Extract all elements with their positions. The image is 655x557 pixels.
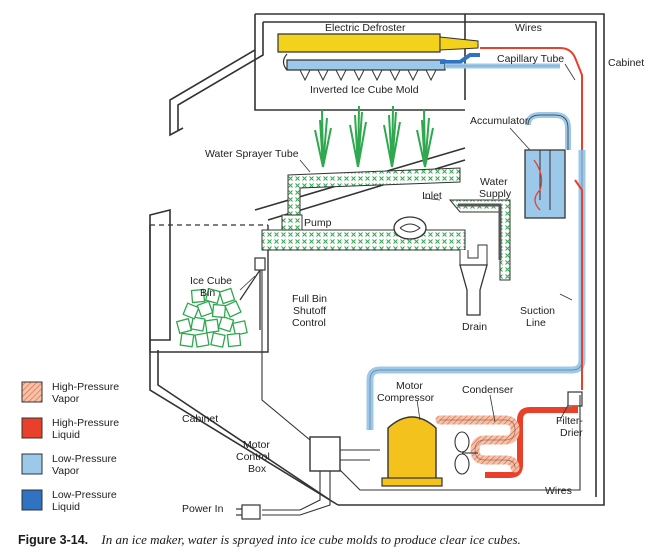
- legend-label: High-Pressure: [52, 417, 119, 429]
- cabinet-outline: [149, 13, 605, 506]
- label-water-supply-2: Supply: [479, 188, 512, 200]
- label-motor-control-1: Motor: [243, 439, 270, 451]
- pump: [393, 216, 427, 240]
- label-full-bin-1: Full Bin: [292, 293, 327, 305]
- label-power-in: Power In: [182, 503, 224, 515]
- electric-defroster: [277, 33, 479, 53]
- condenser: [435, 415, 520, 473]
- label-motor-compressor-1: Motor: [396, 380, 423, 392]
- label-full-bin-3: Control: [292, 317, 326, 329]
- legend-item: High-Pressure Vapor: [21, 381, 119, 405]
- condenser-fan: [454, 431, 478, 475]
- legend-swatch-low-pressure-vapor: [21, 453, 43, 475]
- legend: High-Pressure Vapor High-Pressure Liquid…: [21, 381, 119, 513]
- label-ice-bin-2: Bin: [200, 287, 215, 299]
- water-piping: [261, 167, 511, 281]
- caption-text: In an ice maker, water is sprayed into i…: [101, 532, 521, 547]
- label-water-supply-1: Water: [480, 176, 508, 188]
- label-accumulator: Accumulator: [470, 115, 529, 127]
- label-drain: Drain: [462, 321, 487, 333]
- motor-compressor: [381, 416, 443, 487]
- label-pump: Pump: [304, 217, 332, 229]
- legend-label: Vapor: [52, 465, 80, 477]
- label-motor-control-2: Control: [236, 451, 270, 463]
- label-inlet: Inlet: [422, 190, 442, 202]
- label-ice-bin-1: Ice Cube: [190, 275, 232, 287]
- figure-number: Figure 3-14.: [18, 533, 89, 547]
- diagram-labels: Electric Defroster Wires Cabinet Capilla…: [182, 22, 644, 515]
- label-motor-compressor-2: Compressor: [377, 392, 435, 404]
- power-plug: [236, 504, 261, 520]
- ice-cube-bin: [149, 224, 269, 353]
- capillary-tube-line: [440, 47, 583, 110]
- label-filter-drier-1: Filter-: [556, 415, 583, 427]
- figure-caption: Figure 3-14. In an ice maker, water is s…: [18, 532, 648, 548]
- label-suction-line-1: Suction: [520, 305, 555, 317]
- legend-item: Low-Pressure Liquid: [21, 489, 117, 513]
- legend-label: Low-Pressure: [52, 489, 117, 501]
- label-filter-drier-2: Drier: [560, 427, 583, 439]
- label-condenser: Condenser: [462, 384, 514, 396]
- label-wires-bottom: Wires: [545, 485, 572, 497]
- label-wires-top: Wires: [515, 22, 542, 34]
- label-cabinet-left: Cabinet: [182, 413, 218, 425]
- label-full-bin-2: Shutoff: [293, 305, 326, 317]
- legend-item: Low-Pressure Vapor: [21, 453, 117, 477]
- legend-label: Vapor: [52, 393, 80, 405]
- wires: [261, 270, 581, 516]
- full-bin-shutoff: [239, 257, 266, 330]
- legend-label: Liquid: [52, 501, 80, 513]
- legend-swatch-high-pressure-liquid: [21, 417, 43, 439]
- high-pressure-liquid-line: [485, 110, 583, 478]
- label-capillary-tube: Capillary Tube: [497, 53, 564, 65]
- ice-cubes: [175, 287, 248, 348]
- motor-control-box: [309, 436, 341, 472]
- label-water-sprayer-tube: Water Sprayer Tube: [205, 148, 299, 160]
- legend-label: Low-Pressure: [52, 453, 117, 465]
- inverted-ice-cube-mold: [282, 53, 446, 82]
- label-suction-line-2: Line: [526, 317, 546, 329]
- label-inverted-mold: Inverted Ice Cube Mold: [310, 84, 419, 96]
- legend-swatch-high-pressure-vapor: [21, 381, 43, 403]
- label-motor-control-3: Box: [248, 463, 267, 475]
- label-cabinet-right: Cabinet: [608, 57, 644, 69]
- legend-item: High-Pressure Liquid: [21, 417, 119, 441]
- drain: [459, 264, 488, 316]
- accumulator: [524, 112, 571, 219]
- leader-lines: [239, 63, 576, 423]
- legend-label: High-Pressure: [52, 381, 119, 393]
- legend-swatch-low-pressure-liquid: [21, 489, 43, 511]
- water-spray-plants: [314, 105, 434, 168]
- legend-label: Liquid: [52, 429, 80, 441]
- label-electric-defroster: Electric Defroster: [325, 22, 406, 34]
